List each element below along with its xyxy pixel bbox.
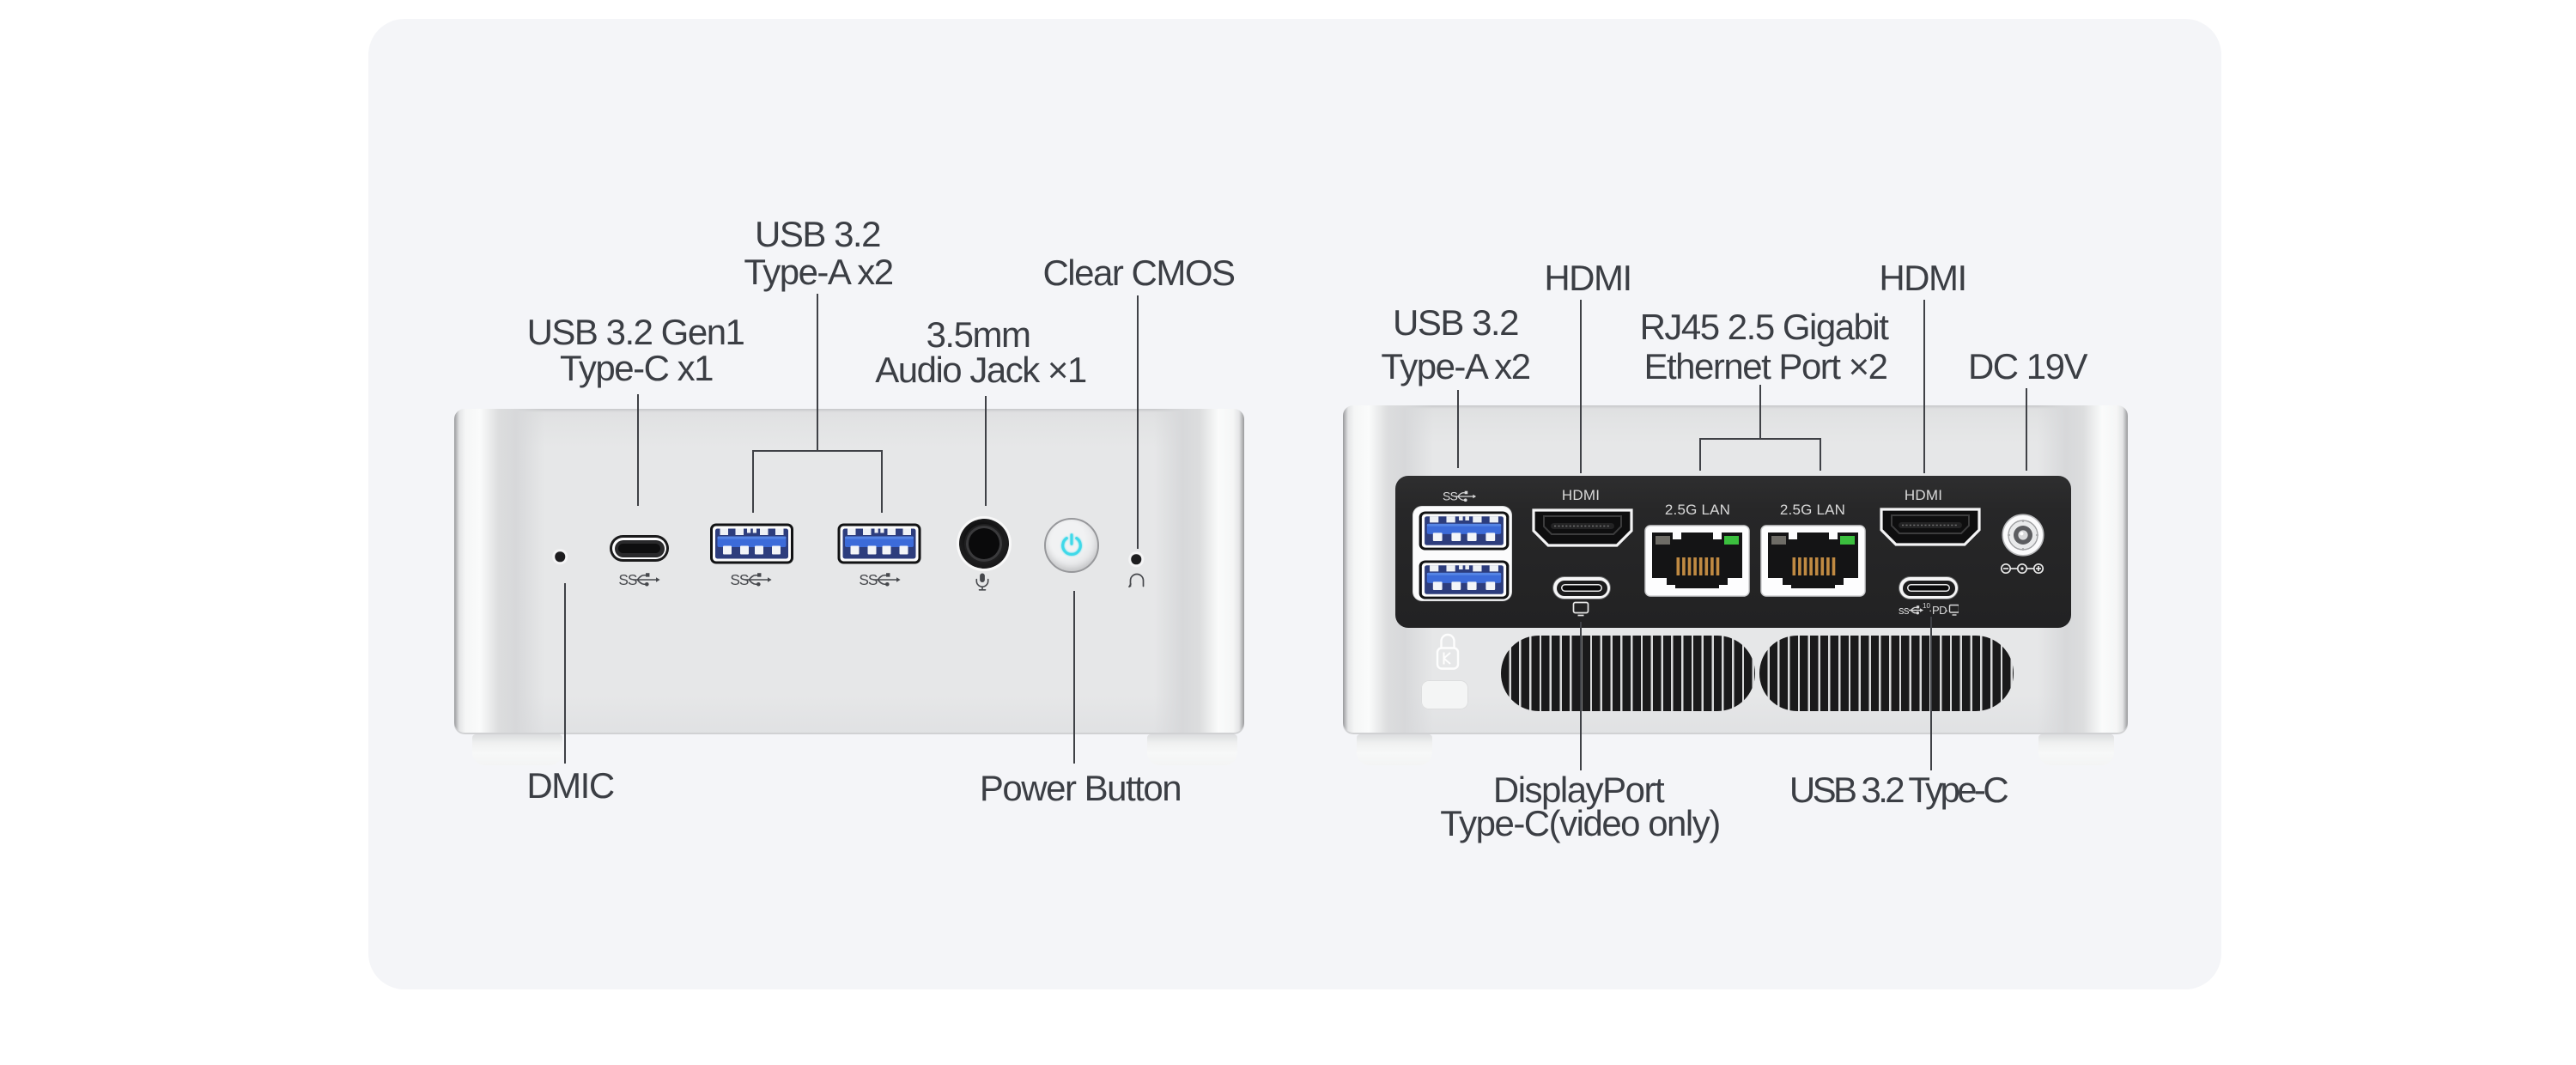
svg-text:·: · — [1945, 604, 1948, 617]
svg-text:·: · — [1929, 604, 1932, 617]
svg-text:ss: ss — [1899, 604, 1910, 617]
svg-text:PD: PD — [1932, 604, 1947, 617]
svg-text:10: 10 — [1923, 602, 1930, 610]
